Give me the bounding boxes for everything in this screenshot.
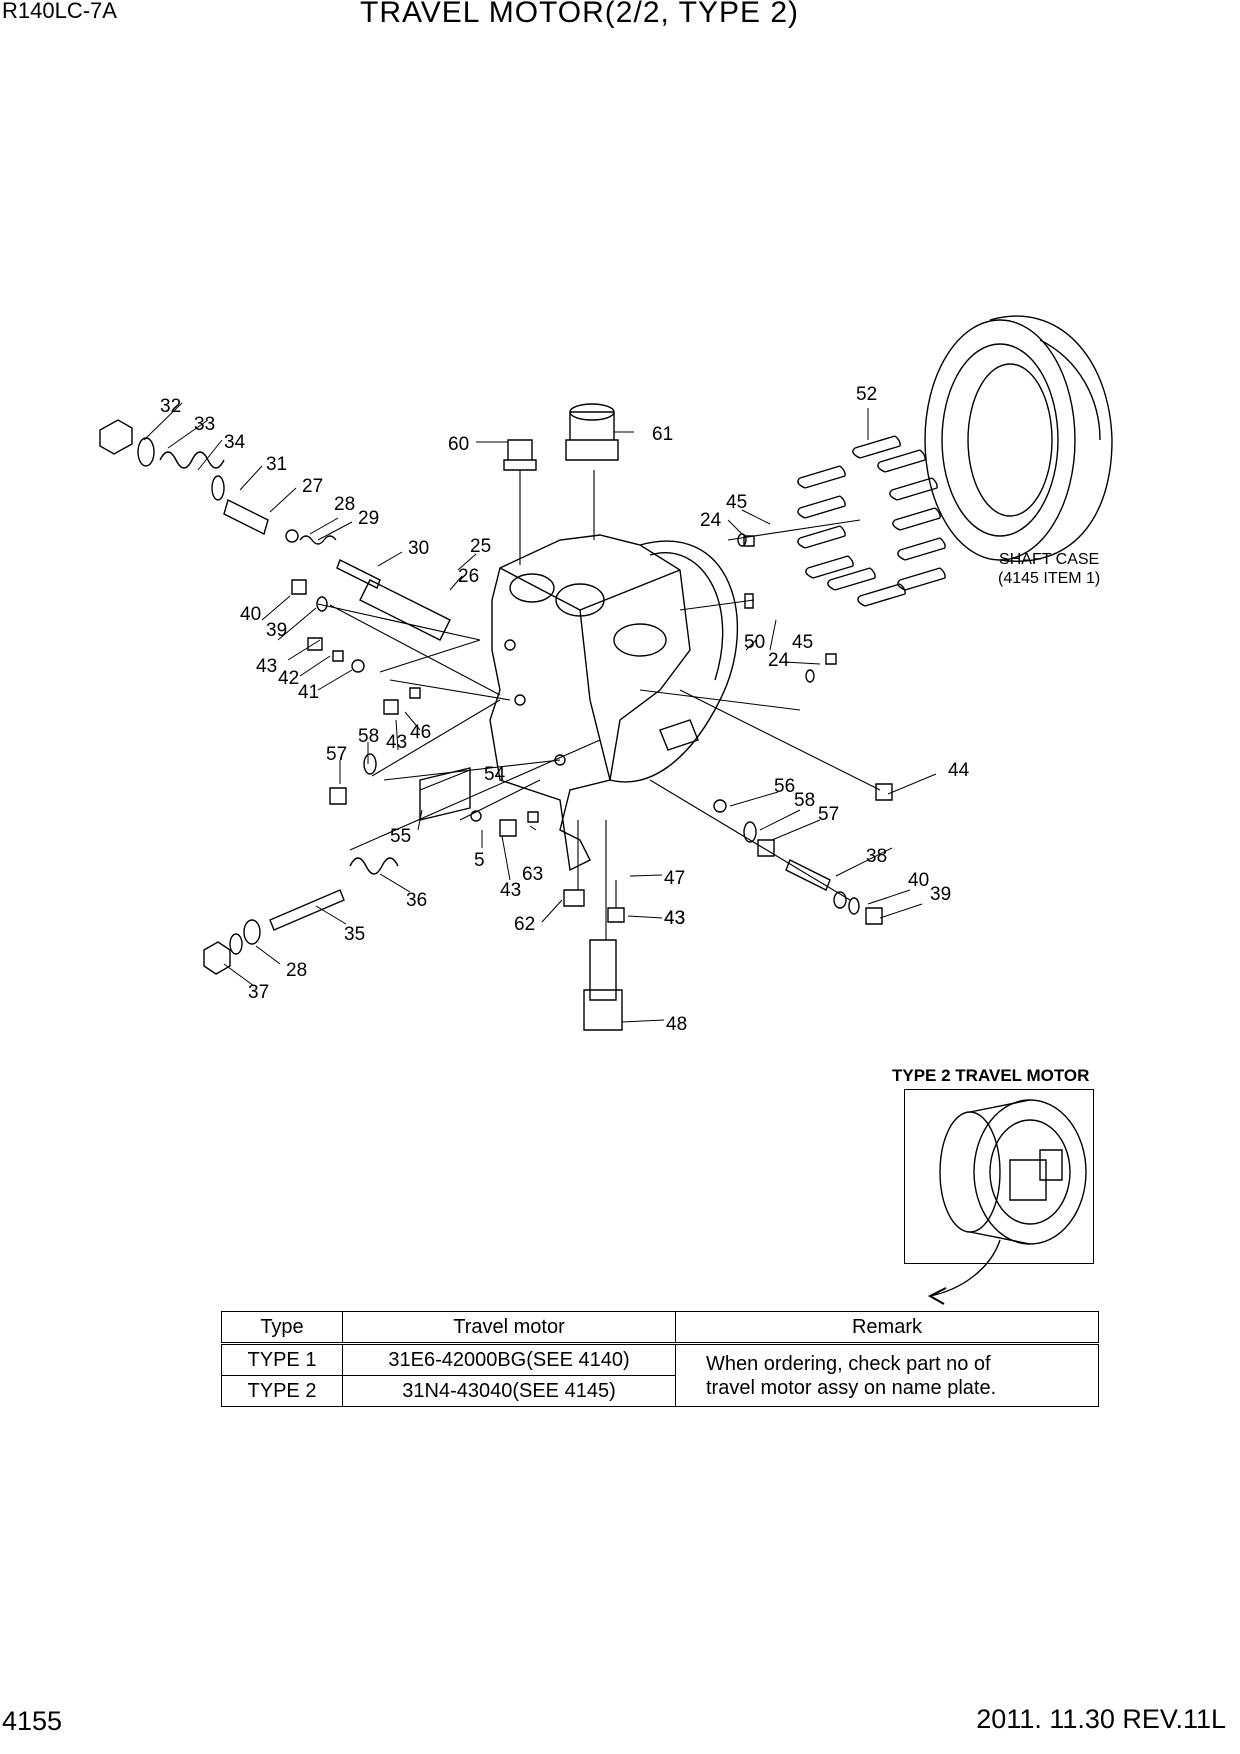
callout-42: 42 <box>278 668 299 689</box>
valve-block-drawing <box>489 534 739 872</box>
callout-39: 39 <box>266 620 287 641</box>
shaft-case-note: SHAFT CASE (4145 ITEM 1) <box>998 550 1100 588</box>
callout-60: 60 <box>448 434 469 455</box>
callout-43-c: 43 <box>500 880 521 901</box>
inset-title: TYPE 2 TRAVEL MOTOR <box>892 1066 1090 1085</box>
callout-57: 57 <box>326 744 347 765</box>
inset-motor-drawing <box>927 1099 1087 1305</box>
table-row: TYPE 2 31N4-43040(SEE 4145) <box>221 1375 1099 1407</box>
small-parts-drawing <box>203 533 893 1031</box>
callout-27: 27 <box>302 476 323 497</box>
callout-47: 47 <box>664 868 685 889</box>
callout-48: 48 <box>666 1014 687 1035</box>
remark-line-1: When ordering, check part no of <box>706 1352 991 1375</box>
page-title: TRAVEL MOTOR(2/2, TYPE 2) <box>360 0 799 29</box>
callout-46: 46 <box>410 722 431 743</box>
callout-28-b: 28 <box>286 960 307 981</box>
callout-35: 35 <box>344 924 365 945</box>
callout-28: 28 <box>334 494 355 515</box>
callout-30: 30 <box>408 538 429 559</box>
callout-29: 29 <box>358 508 379 529</box>
header-type: Type <box>221 1311 343 1345</box>
model-name: R140LC-7A <box>2 0 117 23</box>
callout-43: 43 <box>256 656 277 677</box>
callout-43-d: 43 <box>664 908 685 929</box>
callout-34: 34 <box>224 432 246 453</box>
callout-62: 62 <box>514 914 535 935</box>
callout-45-b: 45 <box>792 632 813 653</box>
callout-56: 56 <box>774 776 795 797</box>
callout-58-b: 58 <box>794 790 815 811</box>
callout-24-b: 24 <box>768 650 790 671</box>
inset-frame <box>904 1089 1094 1264</box>
callout-40-b: 40 <box>908 870 929 891</box>
callout-55: 55 <box>390 826 411 847</box>
callout-43-e: 43 <box>664 908 685 929</box>
callout-57-b: 57 <box>818 804 839 825</box>
callout-61: 61 <box>652 424 673 445</box>
callout-32: 32 <box>160 396 181 417</box>
plug-drawings <box>503 403 619 471</box>
callout-25: 25 <box>470 536 491 557</box>
left-spool-parts-drawing <box>99 419 451 641</box>
callout-52: 52 <box>856 384 877 405</box>
shaft-case-label: SHAFT CASE <box>999 551 1100 568</box>
type-table: Type Travel motor Remark TYPE 1 31E6-420… <box>221 1311 1099 1407</box>
callout-40: 40 <box>240 604 261 625</box>
row-type: TYPE 2 <box>221 1375 343 1407</box>
page-number: 4155 <box>2 1706 63 1736</box>
shaft-case-drawing <box>924 315 1113 562</box>
callout-54: 54 <box>484 764 506 785</box>
callout-31: 31 <box>266 454 287 475</box>
callout-26: 26 <box>458 566 479 587</box>
spring-set-drawing <box>797 435 946 607</box>
callout-63: 63 <box>522 864 543 885</box>
header-remark: Remark <box>675 1311 1099 1345</box>
remark-cell: When ordering, check part no of travel m… <box>675 1343 1099 1407</box>
leader-lines <box>317 470 881 940</box>
table-header-row: Type Travel motor Remark <box>221 1311 1099 1345</box>
callout-39-b: 39 <box>930 884 951 905</box>
table-row: TYPE 1 31E6-42000BG(SEE 4140) When order… <box>221 1343 1099 1407</box>
callout-43-b: 43 <box>386 732 407 753</box>
callout-44: 44 <box>948 760 970 781</box>
callout-45: 45 <box>726 492 747 513</box>
callout-38: 38 <box>866 846 887 867</box>
callout-58: 58 <box>358 726 379 747</box>
callout-36: 36 <box>406 890 427 911</box>
row-motor: 31N4-43040(SEE 4145) <box>342 1375 676 1407</box>
header-travel-motor: Travel motor <box>342 1311 676 1345</box>
callout-leaders <box>143 402 937 1023</box>
exploded-parts-diagram: 32 33 34 31 27 28 29 30 26 25 60 61 52 4… <box>99 315 1113 1305</box>
revision-date: 2011. 11.30 REV.11L <box>976 1704 1226 1734</box>
row-type: TYPE 1 <box>221 1343 343 1376</box>
row-motor: 31E6-42000BG(SEE 4140) <box>342 1343 676 1376</box>
remark-line-2: travel motor assy on name plate. <box>706 1376 997 1399</box>
callout-41: 41 <box>298 682 319 703</box>
callout-numbers: 32 33 34 31 27 28 29 30 26 25 60 61 52 4… <box>160 384 970 1035</box>
callout-5: 5 <box>474 850 485 871</box>
callout-24: 24 <box>700 510 722 531</box>
callout-37: 37 <box>248 982 269 1003</box>
callout-33: 33 <box>194 414 215 435</box>
callout-50: 50 <box>744 632 765 653</box>
shaft-case-reference: (4145 ITEM 1) <box>998 570 1101 587</box>
